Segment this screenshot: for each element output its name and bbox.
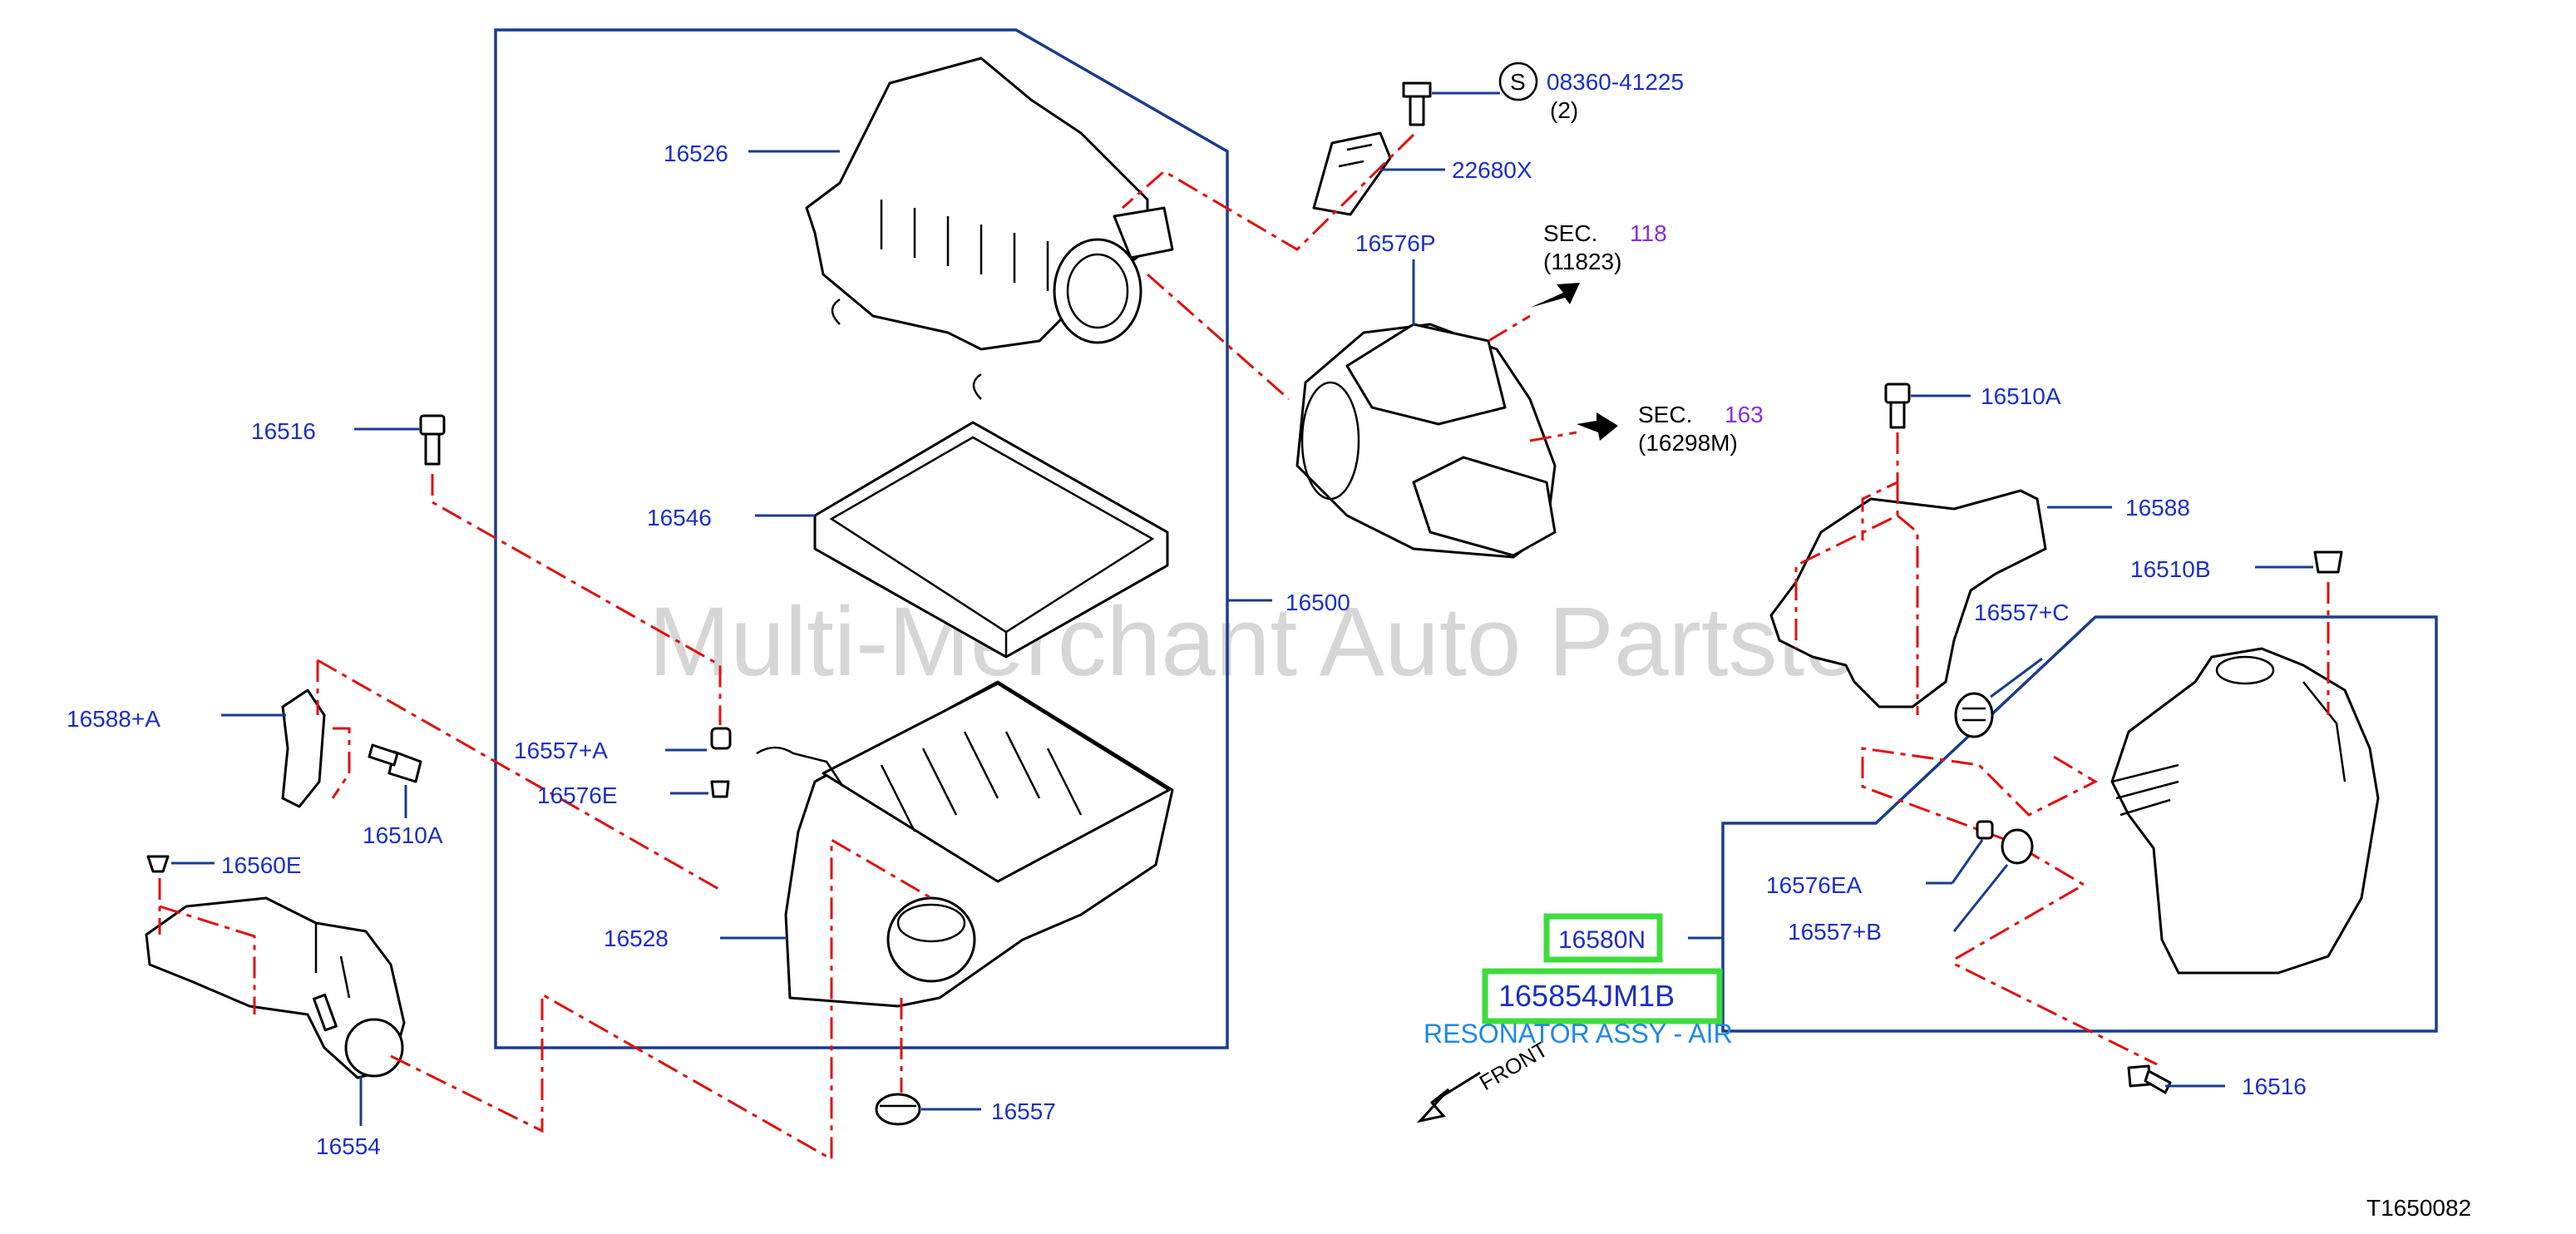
label-16557C[interactable]: 16557+C: [1974, 600, 2069, 625]
resonator-assy-16580N: [2110, 647, 2380, 975]
dash-16554: [390, 837, 932, 1162]
label-16576EA[interactable]: 16576EA: [1766, 872, 1863, 898]
label-16557[interactable]: 16557: [991, 1098, 1056, 1124]
label-22680X[interactable]: 22680X: [1452, 157, 1532, 183]
label-16510B[interactable]: 16510B: [2130, 556, 2211, 582]
arrow-sec118-icon: [1530, 283, 1580, 308]
dash-sec: [1488, 314, 1577, 442]
bolt-16516-left: [419, 414, 446, 466]
air-duct-16576P: [1295, 323, 1557, 559]
air-cleaner-upper-16526: [805, 57, 1174, 351]
label-16580N[interactable]: 16580N: [1558, 926, 1646, 954]
highlight-description: RESONATOR ASSY - AIR: [1424, 1019, 1733, 1049]
label-16510A-right[interactable]: 16510A: [1981, 383, 2061, 409]
grommet-16557A: [710, 727, 732, 750]
air-duct-16554: [145, 896, 406, 1079]
label-08360-qty: (2): [1550, 97, 1578, 123]
air-filter-16546: [813, 421, 1169, 659]
label-16526[interactable]: 16526: [664, 141, 728, 166]
leader-16557B: [1952, 864, 2009, 932]
label-16554[interactable]: 16554: [316, 1133, 381, 1159]
sec2-ref: (16298M): [1638, 430, 1738, 456]
label-16546[interactable]: 16546: [647, 505, 712, 531]
dash-16588: [1794, 432, 1919, 715]
leader-16576EA-v: [1951, 839, 1984, 884]
air-cleaner-lower-16528: [784, 680, 1174, 1008]
label-16576E[interactable]: 16576E: [537, 782, 618, 808]
bracket-16557A: [756, 746, 845, 787]
label-08360-41225[interactable]: 08360-41225: [1547, 69, 1684, 95]
highlight-box-16580N: [1543, 913, 1663, 963]
screw-symbol-icon: [1498, 62, 1538, 101]
bracket-16588A: [281, 689, 326, 808]
bolt-16560E: [146, 855, 170, 873]
sec2-number[interactable]: 163: [1725, 402, 1764, 427]
bushing-16576E: [710, 780, 730, 798]
leader-16557C: [1990, 657, 2043, 698]
dash-16560E: [158, 878, 256, 1014]
sec1-ref: (11823): [1543, 249, 1621, 274]
bolt-16510B: [2313, 550, 2343, 574]
label-16510A-left[interactable]: 16510A: [363, 822, 443, 848]
label-16588A[interactable]: 16588+A: [67, 706, 160, 732]
bolt-16510A-left: [368, 743, 422, 783]
screw-symbol-s: S: [1510, 69, 1526, 95]
arrow-sec163-icon: [1577, 412, 1618, 441]
clip-upper: [831, 298, 841, 325]
dash-16516-left: [431, 474, 722, 725]
label-16557B[interactable]: 16557+B: [1788, 919, 1882, 945]
highlight-box-part-number: [1482, 968, 1723, 1024]
label-16500[interactable]: 16500: [1286, 590, 1350, 615]
bushing-16576EA: [1976, 820, 1994, 840]
dash-16580N: [1861, 582, 2330, 1066]
sec1-prefix: SEC.: [1543, 220, 1597, 246]
clip-lower: [972, 373, 982, 400]
bolt-16510A-right: [1884, 383, 1911, 429]
dash-22680X: [1122, 133, 1415, 401]
label-16516-left[interactable]: 16516: [251, 418, 316, 444]
sec2-prefix: SEC.: [1638, 402, 1692, 427]
sec1-number[interactable]: 118: [1630, 220, 1667, 246]
label-16557A[interactable]: 16557+A: [514, 738, 608, 763]
front-arrow-shaft: [1431, 1071, 1481, 1104]
bolt-16516-right: [2127, 1064, 2172, 1094]
highlight-part-number[interactable]: 165854JM1B: [1498, 979, 1675, 1013]
mass-airflow-sensor-22680X: [1312, 131, 1392, 216]
resonator-box: [1721, 615, 2438, 1033]
screw-08360-41225: [1402, 81, 1432, 126]
dash-16588A: [316, 659, 721, 891]
label-16588[interactable]: 16588: [2125, 495, 2190, 521]
watermark-text: Multi-Merchant Auto Partstore: [649, 587, 1947, 697]
grommet-16557: [875, 1093, 921, 1126]
grommet-16557B: [2001, 828, 2034, 865]
diagram-code: T1650082: [2366, 1195, 2471, 1221]
grommet-16557C: [1954, 692, 1994, 738]
label-16576P[interactable]: 16576P: [1355, 230, 1436, 256]
label-16516-right[interactable]: 16516: [2242, 1074, 2307, 1099]
label-16528[interactable]: 16528: [604, 926, 669, 951]
label-16560E[interactable]: 16560E: [221, 852, 302, 878]
